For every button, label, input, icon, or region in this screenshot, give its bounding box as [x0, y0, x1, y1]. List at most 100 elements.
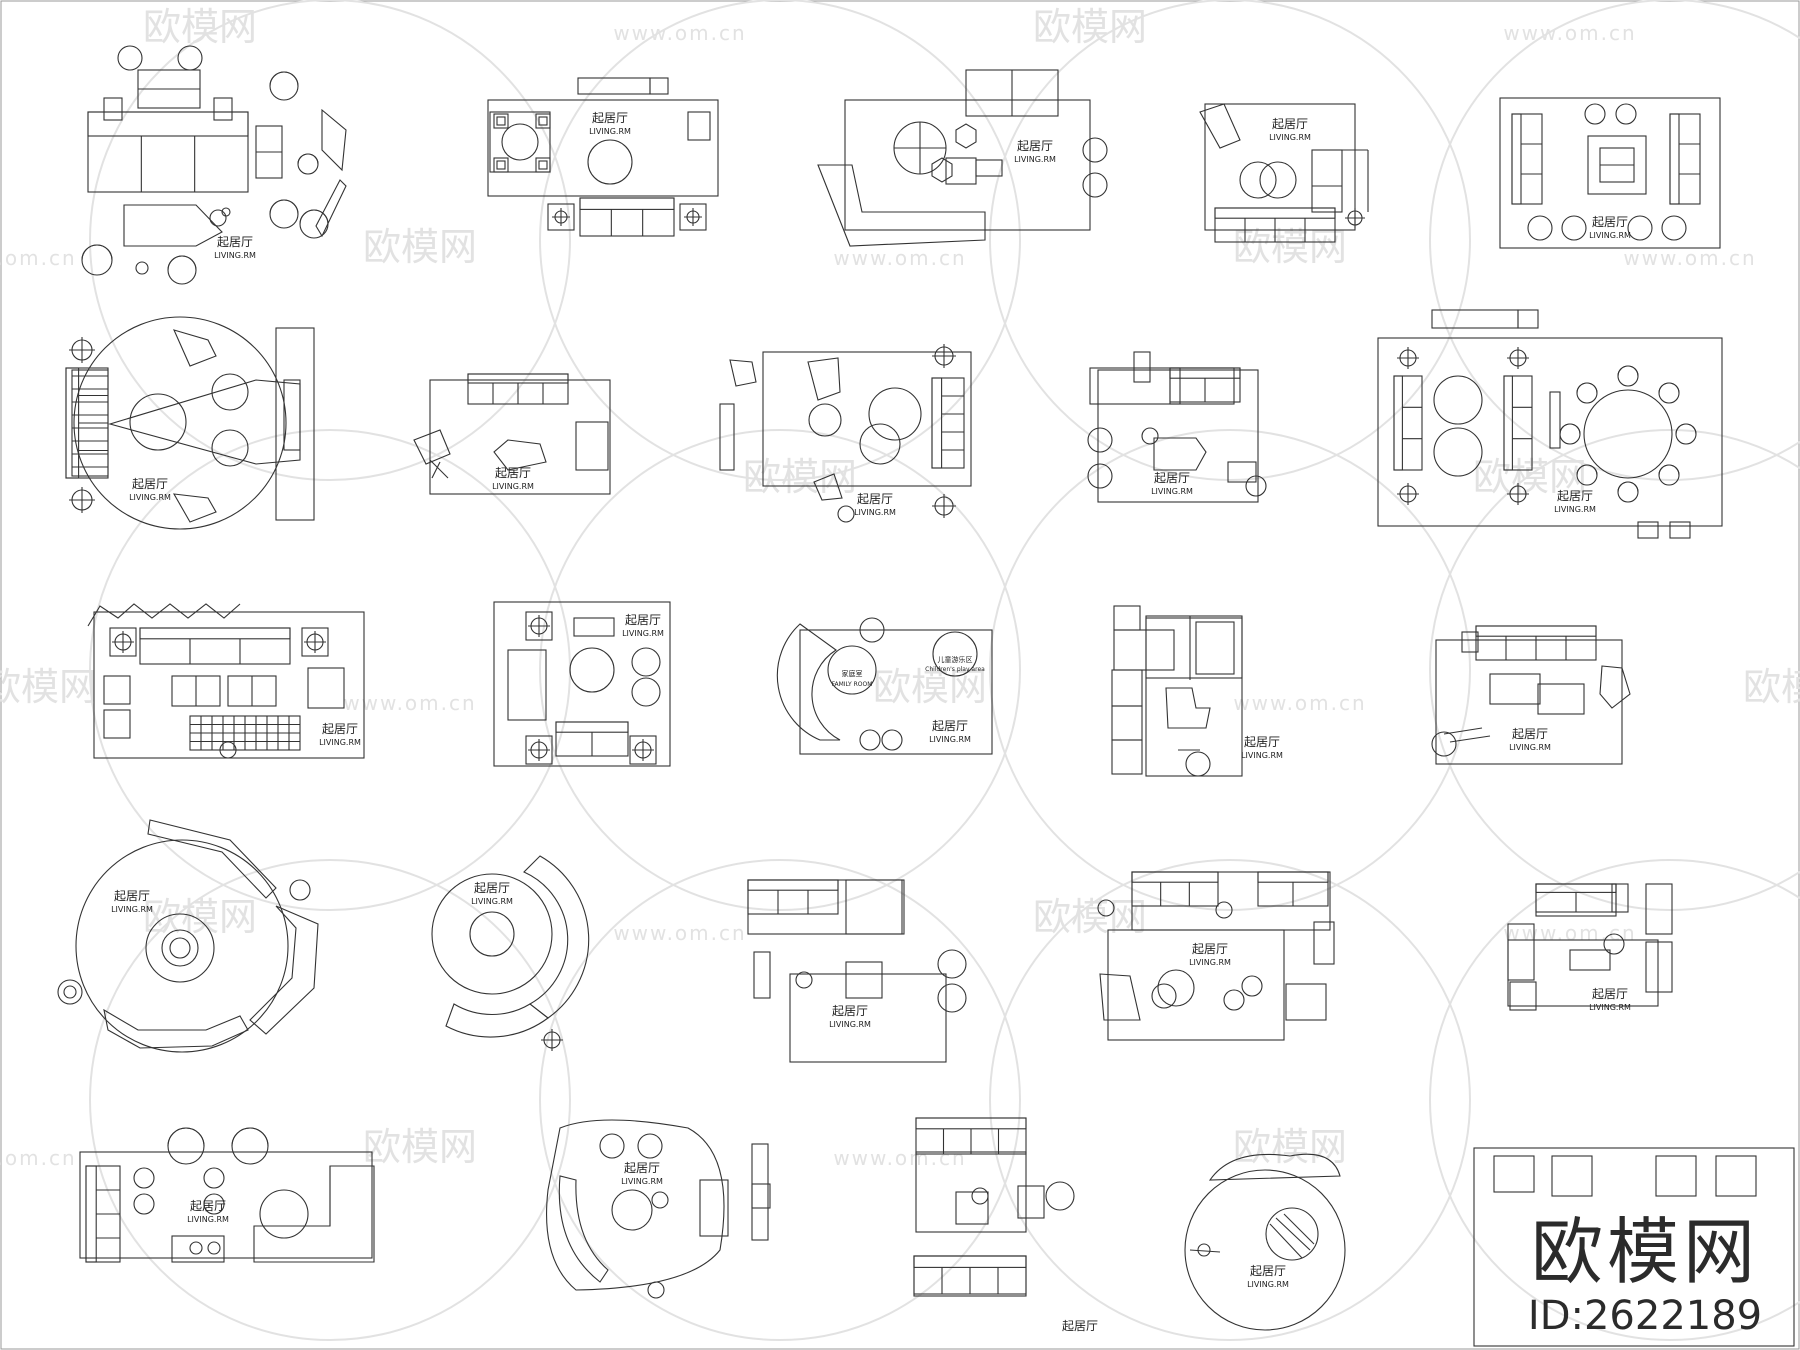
watermark-url: www.om.cn — [1623, 246, 1756, 270]
room-label-cn: 起居厅 — [1512, 727, 1548, 741]
plan-path — [172, 493, 217, 523]
room-label-en: LIVING.RM — [129, 493, 171, 502]
furniture-rect — [301, 627, 329, 657]
room-label-en: LIVING.RM — [1589, 1003, 1631, 1012]
furniture-circle — [209, 209, 227, 227]
room-label-en: LIVING.RM — [319, 738, 361, 747]
sofa-back — [1214, 207, 1336, 219]
annotation-kids-cn: 儿童游乐区 — [938, 655, 973, 664]
furniture-rect — [1195, 621, 1235, 675]
room-rect — [1377, 337, 1723, 527]
furniture-rect — [1655, 1155, 1697, 1197]
furniture-circle — [133, 1167, 155, 1189]
sofa-back — [579, 197, 675, 210]
furniture-rect — [103, 675, 131, 705]
chair-back — [1658, 382, 1680, 394]
plan-path — [1099, 973, 1141, 1021]
furniture-rect — [649, 77, 669, 95]
furniture-rect — [629, 735, 657, 765]
watermark-circle — [539, 0, 1021, 481]
armchair — [493, 157, 509, 173]
furniture-circle — [221, 207, 231, 217]
sofa-back — [1503, 375, 1513, 471]
furniture-rect — [945, 157, 977, 185]
rug — [1587, 135, 1647, 195]
sofa — [1669, 113, 1701, 205]
sofa-back — [139, 627, 291, 640]
furniture-circle — [133, 1193, 155, 1215]
chair-back — [269, 199, 299, 215]
room-label-en: LIVING.RM — [1509, 743, 1551, 752]
furniture-circle — [971, 1187, 989, 1205]
watermark-url: www.om.cn — [0, 1146, 77, 1170]
room-label-en: LIVING.RM — [214, 251, 256, 260]
rug-circle — [1184, 1169, 1346, 1331]
furniture-circle — [1615, 103, 1637, 125]
furniture-circle — [203, 1193, 225, 1215]
room-rect — [79, 1151, 373, 1259]
watermark-circle — [989, 429, 1471, 911]
plan-line — [1189, 1249, 1221, 1253]
room-label-en: LIVING.RM — [187, 1215, 229, 1224]
furniture-rect — [1517, 309, 1539, 329]
armchair — [575, 421, 609, 471]
furniture-rect — [1133, 351, 1151, 383]
furniture-circle — [881, 729, 903, 751]
armchair-seat — [538, 116, 548, 126]
curved-sofa — [558, 1175, 609, 1283]
watermark-circle — [539, 859, 1021, 1341]
watermark-circle — [89, 429, 571, 911]
annotation-family-cn: 家庭室 — [842, 669, 863, 678]
furniture-rect — [1637, 521, 1659, 539]
rug-circle — [75, 839, 289, 1053]
watermark-circle — [1429, 0, 1800, 481]
curved-sofa — [523, 855, 590, 1019]
room-label-cn: 起居厅 — [190, 1199, 226, 1213]
furniture-rect — [1669, 521, 1691, 539]
round-table — [129, 393, 187, 451]
furniture-circle — [1265, 1207, 1319, 1261]
room-label-cn: 起居厅 — [132, 477, 168, 491]
plan-path — [729, 359, 757, 387]
sofa-back — [1475, 625, 1597, 637]
watermark-circle — [539, 429, 1021, 911]
furniture-circle — [859, 729, 881, 751]
furniture-circle — [145, 913, 215, 983]
side-table — [103, 97, 123, 121]
sofa-back — [1669, 113, 1680, 205]
rug-circle — [431, 873, 553, 995]
sofa-back — [913, 1255, 1027, 1268]
room-label-cn: 起居厅 — [624, 1161, 660, 1175]
room-label-en: LIVING.RM — [929, 735, 971, 744]
furniture-circle — [1239, 161, 1277, 199]
furniture-circle — [859, 423, 901, 465]
chair-back — [167, 1127, 205, 1147]
room-label-cn: 起居厅 — [495, 466, 531, 480]
chair-back — [1617, 481, 1639, 493]
room-rect — [93, 611, 365, 759]
furniture-circle — [169, 937, 191, 959]
room-label-cn: 起居厅 — [1250, 1264, 1286, 1278]
furniture-circle — [1157, 969, 1195, 1007]
watermark-url: www.om.cn — [1503, 21, 1636, 45]
badge-logo: 欧模网 — [1530, 1210, 1759, 1294]
room-label-en: LIVING.RM — [1589, 231, 1631, 240]
sofa-back — [1511, 113, 1522, 205]
room-rect — [799, 629, 993, 755]
furniture-rect — [1645, 941, 1673, 993]
armchair-seat — [538, 160, 548, 170]
furniture-rect — [1551, 1155, 1593, 1197]
furniture-circle — [469, 911, 515, 957]
chair-back — [1675, 423, 1697, 435]
watermark-brand: 欧模网 — [1233, 225, 1347, 269]
furniture-circle — [651, 1191, 669, 1209]
armchair — [535, 157, 551, 173]
watermark-url: www.om.cn — [343, 691, 476, 715]
room-label-cn: 起居厅 — [625, 613, 661, 627]
furniture-circle — [808, 403, 842, 437]
furniture-rect — [1715, 1155, 1757, 1197]
watermark-url: www.om.cn — [833, 246, 966, 270]
furniture-rect — [1313, 921, 1335, 965]
furniture-rect — [1113, 629, 1175, 671]
cabinet — [1507, 923, 1535, 981]
